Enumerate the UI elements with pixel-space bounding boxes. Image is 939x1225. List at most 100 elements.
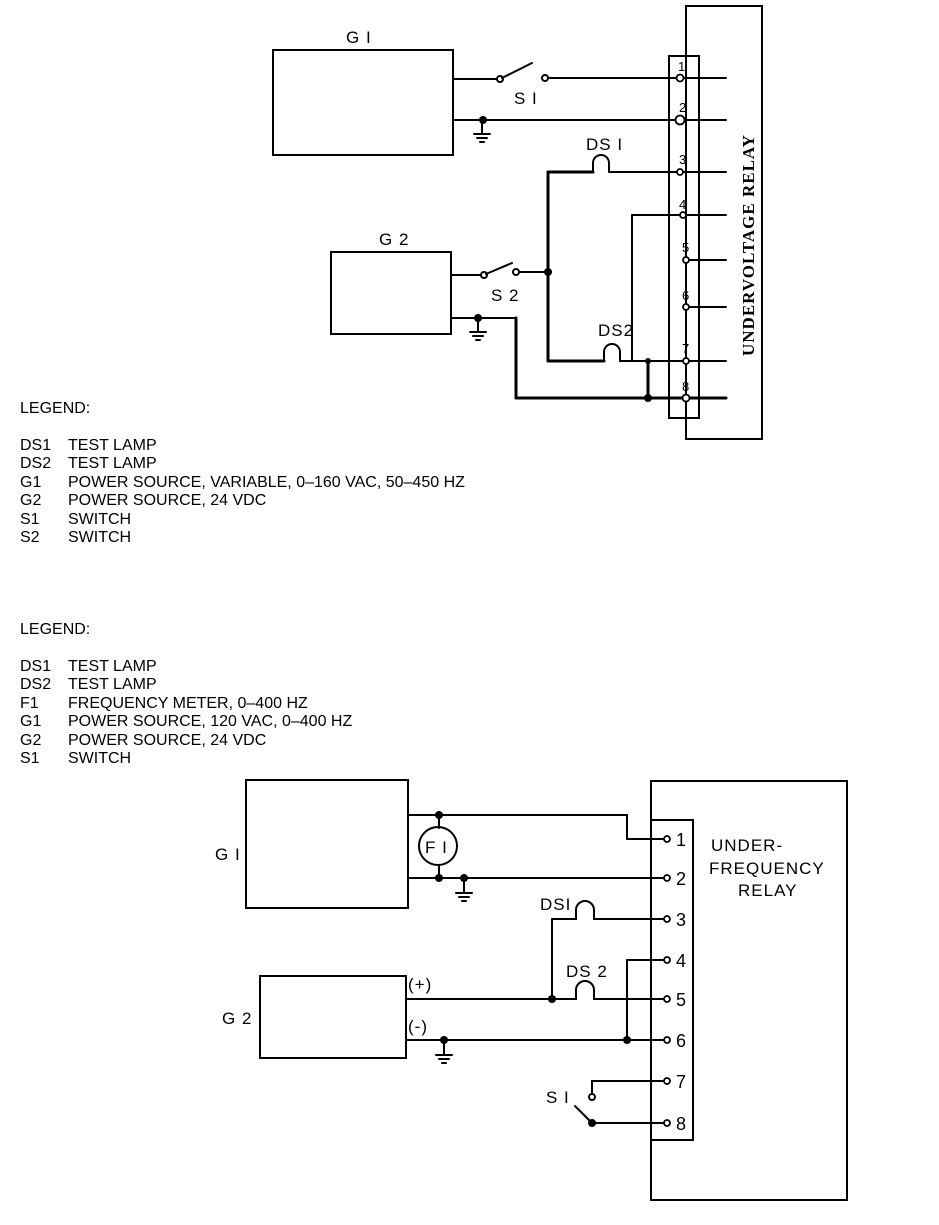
terminal-2 bbox=[663, 874, 671, 882]
legend-code: G1 bbox=[20, 713, 42, 730]
legend-desc: TEST LAMP bbox=[68, 657, 157, 675]
legend-desc: TEST LAMP bbox=[68, 436, 157, 454]
junction-dot bbox=[435, 811, 443, 819]
pin-number: 2 bbox=[676, 869, 686, 889]
legend-desc: POWER SOURCE, 24 VDC bbox=[68, 492, 267, 509]
legend-desc: SWITCH bbox=[68, 529, 132, 546]
legend-desc: POWER SOURCE, 120 VAC, 0–400 HZ bbox=[68, 713, 353, 730]
legend-code: F1 bbox=[20, 694, 39, 712]
ds1-lamp bbox=[592, 154, 610, 173]
legend-row: DS1 TEST LAMP bbox=[20, 658, 352, 677]
legend-row: G1 POWER SOURCE, 120 VAC, 0–400 HZ bbox=[20, 713, 352, 732]
legend-row: G1 POWER SOURCE, VARIABLE, 0–160 VAC, 50–… bbox=[20, 474, 465, 493]
pin-number: 2 bbox=[679, 100, 686, 115]
pin-number: 4 bbox=[676, 951, 686, 971]
legend-code: G1 bbox=[20, 473, 42, 491]
pin-number: 3 bbox=[679, 152, 686, 167]
legend-code: DS1 bbox=[20, 657, 52, 675]
g1-source-box bbox=[245, 779, 409, 909]
s1-label: S I bbox=[546, 1088, 570, 1107]
s1-contact bbox=[588, 1093, 596, 1101]
junction-dot bbox=[644, 394, 652, 402]
pin-number: 6 bbox=[682, 288, 689, 303]
legend-desc: TEST LAMP bbox=[68, 455, 157, 472]
pin-number: 1 bbox=[676, 830, 686, 850]
g1-source-box bbox=[272, 49, 454, 156]
junction-dot bbox=[544, 268, 552, 276]
legend-row: DS2 TEST LAMP bbox=[20, 455, 465, 474]
legend-desc: POWER SOURCE, VARIABLE, 0–160 VAC, 50–45… bbox=[68, 473, 465, 491]
pin-number: 7 bbox=[682, 341, 689, 356]
legend-code: S2 bbox=[20, 529, 40, 546]
legend-row: S2 SWITCH bbox=[20, 529, 465, 548]
pin-number: 5 bbox=[676, 990, 686, 1010]
terminal-5 bbox=[663, 995, 671, 1003]
g2-source-box bbox=[259, 975, 407, 1059]
terminal-8 bbox=[681, 393, 691, 403]
legend-code: DS2 bbox=[20, 455, 52, 472]
junction-dot bbox=[435, 874, 443, 882]
s1-switch-arm bbox=[501, 62, 533, 79]
terminal-1 bbox=[675, 73, 685, 83]
legend-desc: SWITCH bbox=[68, 750, 132, 767]
junction-dot bbox=[548, 995, 556, 1003]
g1-label: G I bbox=[346, 28, 372, 47]
ds1-lamp bbox=[575, 900, 595, 920]
terminal-6 bbox=[682, 303, 690, 311]
pin-number: 4 bbox=[679, 197, 686, 212]
relay-label-line2: FREQUENCY bbox=[709, 859, 825, 878]
negative-terminal-label: (-) bbox=[408, 1017, 428, 1036]
pin-number: 3 bbox=[676, 910, 686, 930]
undervoltage-relay-diagram bbox=[272, 5, 763, 440]
terminal-8 bbox=[663, 1119, 671, 1127]
undervoltage-relay-label: UNDERVOLTAGE RELAY bbox=[739, 134, 758, 356]
terminal-4 bbox=[679, 211, 687, 219]
terminal-strip-1 bbox=[668, 55, 700, 419]
terminal-2 bbox=[674, 114, 686, 126]
terminal-7 bbox=[663, 1077, 671, 1085]
g2-label: G 2 bbox=[379, 230, 409, 249]
pin-number: 7 bbox=[676, 1072, 686, 1092]
pin-number: 5 bbox=[682, 240, 689, 255]
underfrequency-relay-diagram bbox=[245, 779, 848, 1201]
s2-contact bbox=[480, 271, 488, 279]
positive-terminal-label: (+) bbox=[408, 975, 432, 994]
pin-number: 6 bbox=[676, 1031, 686, 1051]
terminal-6 bbox=[663, 1036, 671, 1044]
s1-label: S I bbox=[514, 89, 538, 108]
legend-code: G2 bbox=[20, 492, 42, 509]
g2-label: G 2 bbox=[222, 1009, 252, 1028]
g2-source-box bbox=[330, 251, 452, 335]
junction-dot bbox=[474, 314, 482, 322]
s2-switch-arm bbox=[485, 262, 513, 275]
terminal-3 bbox=[676, 168, 684, 176]
junction-dot bbox=[460, 874, 468, 882]
undervoltage-relay-box bbox=[685, 5, 763, 440]
ds1-label: DS I bbox=[586, 135, 623, 154]
ds2-lamp bbox=[603, 343, 621, 362]
pin-number: 8 bbox=[676, 1114, 686, 1134]
legend-desc: SWITCH bbox=[68, 510, 132, 528]
relay-label-line3: RELAY bbox=[738, 881, 798, 900]
junction-dot bbox=[645, 358, 651, 364]
terminal-1 bbox=[663, 835, 671, 843]
g1-label: G I bbox=[215, 845, 241, 864]
pin-number: 8 bbox=[682, 379, 689, 394]
s1-contact bbox=[496, 75, 504, 83]
relay-label-line1: UNDER- bbox=[711, 836, 783, 855]
legend-code: DS2 bbox=[20, 676, 52, 693]
legend-desc: TEST LAMP bbox=[68, 676, 157, 693]
terminal-3 bbox=[663, 915, 671, 923]
junction-dot bbox=[479, 116, 487, 124]
junction-dot bbox=[623, 1036, 631, 1044]
